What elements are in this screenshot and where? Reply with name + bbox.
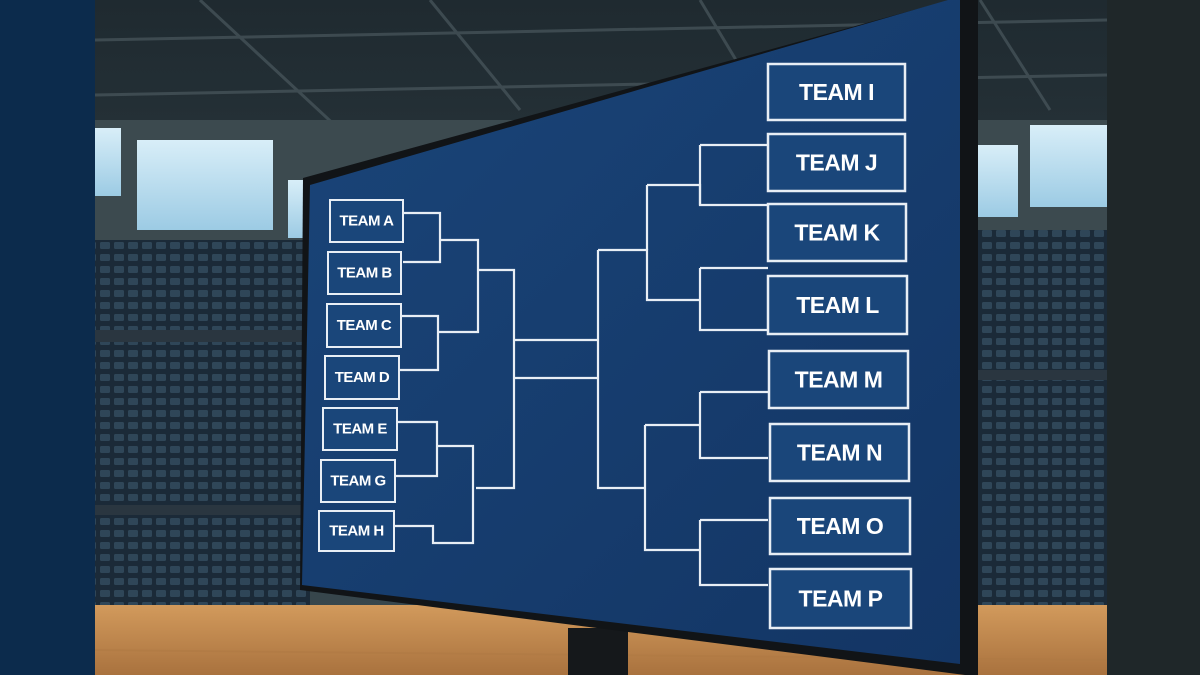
team-box-team-m: TEAM M [767,349,910,410]
team-box-team-b: TEAM B [327,251,402,295]
monitor-stand [568,628,628,675]
team-box-frame [327,251,402,295]
bracket-connector [643,425,700,552]
team-label: TEAM C [337,317,392,334]
team-box-team-o: TEAM O [768,496,912,556]
team-box-frame [322,407,398,451]
team-box-team-j: TEAM J [766,132,907,193]
bracket-connector [598,248,700,302]
team-box-team-k: TEAM K [766,202,908,263]
team-box-frame [320,459,396,503]
team-box-frame [326,303,402,348]
team-box-frame [768,496,912,556]
left-letterbox-bar [0,0,95,675]
team-box-frame [329,199,404,243]
bracket-connector [403,211,442,264]
team-label: TEAM E [333,421,387,438]
team-box-frame [766,202,908,263]
team-box-team-d: TEAM D [324,355,400,400]
left-team-boxes: TEAM A TEAM B TEAM C TEAM D TEAM E TEAM G TEAM… [318,199,404,552]
arena-stands-left [95,240,310,605]
bracket-connector [400,314,440,372]
bracket-lines [394,143,768,587]
team-label: TEAM O [797,513,883,539]
team-box-team-g: TEAM G [320,459,396,503]
right-team-boxes: TEAM I TEAM J TEAM K TEAM L TEAM M TEAM N TEAM… [766,62,913,630]
bracket-connector [596,250,645,490]
team-label: TEAM I [799,79,874,105]
bracket-connector [395,420,439,478]
team-label: TEAM G [330,473,385,490]
team-label: TEAM K [794,220,880,246]
right-letterbox-bar [1107,0,1200,675]
team-box-team-c: TEAM C [326,303,402,348]
team-label: TEAM A [340,213,395,230]
bracket-connector [698,520,768,587]
bracket-connector [698,268,768,332]
arena-window [95,128,121,196]
team-box-frame [768,567,913,630]
team-label: TEAM J [796,150,877,176]
team-box-frame [324,355,400,400]
arena-window [137,140,273,230]
arena-stands-right [975,230,1107,630]
team-label: TEAM L [796,292,879,318]
team-box-team-p: TEAM P [768,567,913,630]
team-label: TEAM D [335,369,390,386]
team-box-team-l: TEAM L [766,274,909,336]
bracket-connector [698,392,768,460]
bracket-connector [394,444,475,545]
team-box-frame [768,422,911,483]
team-label: TEAM H [329,523,384,540]
team-box-frame [767,349,910,410]
team-box-frame [766,132,907,193]
team-label: TEAM N [797,440,882,466]
team-box-team-a: TEAM A [329,199,404,243]
arena-window [1030,125,1107,207]
team-box-frame [766,274,909,336]
team-label: TEAM M [795,367,883,393]
team-box-frame [318,510,395,552]
team-label: TEAM P [799,586,883,612]
bracket-connector [438,238,480,334]
team-box-frame [766,62,907,122]
team-box-team-i: TEAM I [766,62,907,122]
team-label: TEAM B [337,265,392,282]
team-box-team-n: TEAM N [768,422,911,483]
team-box-team-e: TEAM E [322,407,398,451]
team-box-team-h: TEAM H [318,510,395,552]
